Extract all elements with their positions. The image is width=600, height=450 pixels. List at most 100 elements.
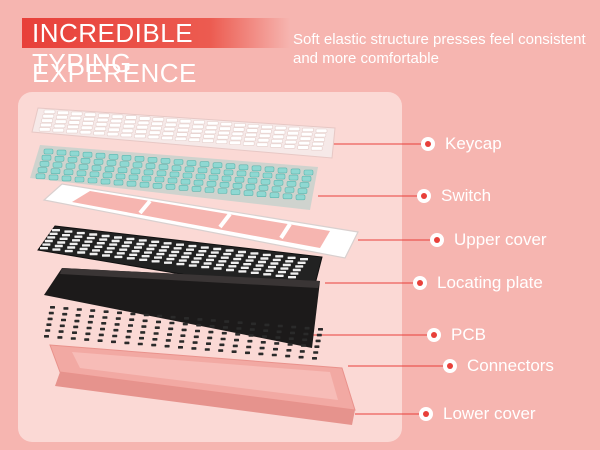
label-locating-plate: Locating plate [413, 268, 543, 298]
switch-cell [290, 168, 301, 175]
pcb-cell [290, 331, 295, 335]
pcb-cell [192, 341, 198, 344]
pcb-cell [184, 317, 189, 320]
pcb-cell [315, 339, 321, 343]
plate-cell [146, 247, 155, 251]
pcb-cell [291, 325, 297, 329]
keycap-cell [218, 130, 230, 136]
plate-cell [181, 255, 190, 259]
plate-cell [101, 234, 110, 238]
keycap-cell [177, 128, 189, 133]
keycap-cell [189, 133, 202, 138]
pcb-cell [153, 332, 159, 335]
keycap-cell [192, 124, 204, 129]
keycap-cell [205, 125, 218, 130]
keycap-cell [299, 136, 312, 141]
bullet-icon [413, 276, 427, 290]
switch-cell [158, 164, 169, 170]
switch-cell [50, 168, 61, 174]
switch-cell [115, 173, 126, 180]
pcb-cell [178, 346, 183, 349]
pcb-cell [128, 324, 133, 327]
keycap-cell [93, 131, 105, 136]
keycap-cell [245, 132, 257, 138]
plate-cell [141, 255, 150, 258]
plate-cell [208, 255, 217, 258]
plate-cell [72, 239, 80, 242]
switch-cell [208, 174, 219, 181]
pcb-cell [182, 322, 188, 326]
switch-cell [186, 160, 197, 166]
pcb-cell [313, 351, 319, 354]
plate-cell [282, 263, 291, 267]
pcb-cell [210, 319, 216, 322]
switch-cell [117, 167, 128, 173]
switch-cell [271, 186, 282, 192]
plate-cell [116, 252, 125, 255]
keycap-cell [122, 124, 135, 129]
keycap-grid [38, 109, 328, 151]
pcb-cell [58, 330, 64, 333]
switch-cell [132, 162, 143, 168]
plate-cell [57, 241, 66, 244]
switch-cell [41, 154, 52, 161]
pcb-cell [117, 311, 122, 315]
pcb-cell [259, 346, 265, 350]
pcb-cell [100, 327, 105, 331]
plate-cell [42, 243, 51, 246]
plate-cell [295, 265, 304, 268]
keycap-cell [314, 133, 327, 138]
switch-cell [217, 188, 228, 194]
switch-cell [219, 182, 230, 188]
switch-cell [119, 161, 130, 167]
plate-cell [275, 274, 284, 277]
plate-cell [94, 245, 103, 248]
bullet-icon [421, 137, 435, 151]
switch-cell [288, 174, 299, 181]
switch-cell [48, 174, 59, 181]
pcb-cell [142, 319, 148, 323]
pcb-cell [85, 332, 91, 336]
plate-cell [77, 251, 86, 254]
plate-cell [121, 244, 130, 248]
plate-cell [191, 260, 200, 264]
plate-cell [220, 256, 229, 259]
leader-lines [305, 143, 444, 415]
switch-cell [43, 148, 54, 155]
plate-cell [200, 246, 209, 249]
pcb-cell [113, 328, 119, 332]
switch-cell [232, 183, 243, 189]
pcb-cell [301, 344, 306, 347]
keycap-cell [150, 126, 162, 131]
label-locating-plate-text: Locating plate [437, 273, 543, 292]
pcb-cell [129, 318, 135, 321]
switch-cell [206, 181, 217, 187]
keycap-cell [83, 117, 95, 122]
switch-cell [80, 158, 91, 164]
switch-cell [236, 170, 247, 177]
keycap-cell [246, 128, 259, 133]
keycap-cell [174, 136, 187, 142]
plate-cell [102, 254, 110, 257]
switch-cell [165, 184, 176, 190]
plate-cell [134, 246, 142, 249]
switch-cell [104, 166, 115, 172]
pcb-cell [208, 330, 214, 334]
bullet-icon [417, 189, 431, 203]
plate-cell [44, 239, 53, 243]
keycap-cell [94, 126, 107, 131]
keycap-cell [136, 125, 149, 130]
plate-cell [218, 260, 227, 263]
plate-cell [96, 242, 105, 245]
keycap-cell [258, 133, 271, 138]
switch-cell [204, 187, 215, 193]
plate-cell [104, 250, 113, 254]
keycap-cell [67, 124, 79, 129]
pcb-cell [86, 326, 92, 330]
plate-cell [64, 230, 73, 233]
switch-cell [234, 176, 245, 183]
keycap-cell [206, 121, 219, 126]
switch-cell [264, 166, 275, 173]
keycap-cell [234, 123, 246, 128]
plate-cell [89, 252, 98, 256]
